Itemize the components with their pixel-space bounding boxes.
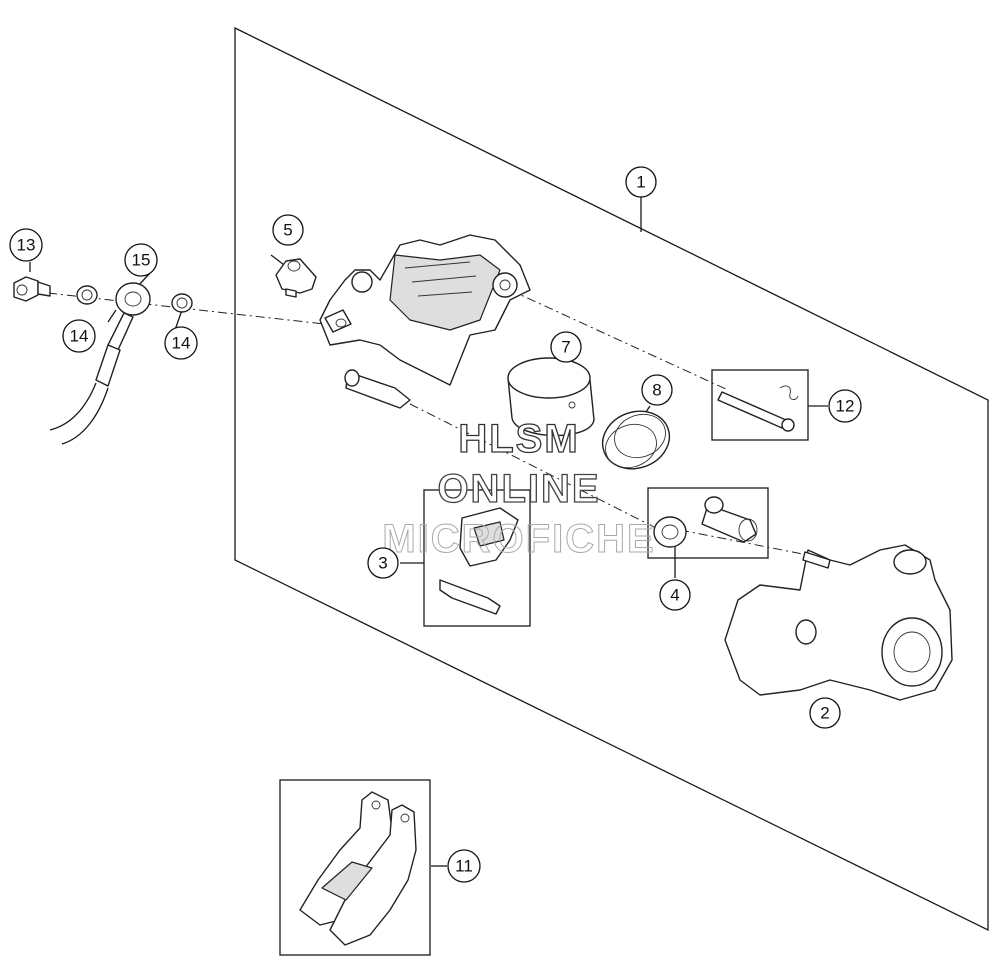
callout-14-right[interactable]: 14 — [164, 326, 198, 360]
pin-kit-box-12 — [711, 369, 809, 441]
callout-14-left[interactable]: 14 — [62, 319, 96, 353]
callout-label: 12 — [836, 397, 855, 416]
callout-label: 14 — [70, 327, 89, 346]
callout-label: 8 — [652, 381, 661, 400]
callout-2[interactable]: 2 — [809, 697, 841, 729]
callout-1[interactable]: 1 — [625, 166, 657, 198]
callout-label: 7 — [561, 338, 570, 357]
callout-12[interactable]: 12 — [828, 389, 862, 423]
callout-5[interactable]: 5 — [272, 214, 304, 246]
piston-seal — [601, 410, 671, 470]
caliper-body — [319, 234, 531, 409]
callout-13[interactable]: 13 — [9, 228, 43, 262]
callout-label: 3 — [378, 554, 387, 573]
guide-bushings — [653, 496, 758, 548]
assembly-frame — [234, 26, 989, 932]
callout-label: 5 — [283, 221, 292, 240]
watermark: HLSM ONLINE MICROFICHE — [382, 416, 655, 561]
piston — [507, 357, 595, 437]
brake-line — [49, 282, 151, 445]
banjo-bolt — [13, 276, 51, 302]
sealing-washer-left — [76, 285, 98, 305]
pad-spring — [439, 507, 519, 615]
pad-spring-box-3 — [423, 489, 531, 627]
bleeder-valve — [275, 258, 317, 298]
brake-pads — [299, 791, 417, 946]
callout-label: 1 — [636, 173, 645, 192]
watermark-line-3: MICROFICHE — [382, 517, 655, 561]
callout-label: 4 — [670, 586, 679, 605]
watermark-line-2: ONLINE — [437, 467, 600, 511]
watermark-line-1: HLSM — [458, 417, 579, 461]
callout-7[interactable]: 7 — [550, 331, 582, 363]
bushing-kit-box-4 — [647, 487, 769, 559]
leader-lines — [29, 196, 828, 867]
callout-4[interactable]: 4 — [659, 579, 691, 611]
callout-15[interactable]: 15 — [124, 243, 158, 277]
callout-11[interactable]: 11 — [447, 849, 481, 883]
caliper-bracket — [724, 544, 953, 701]
guide-pin — [717, 385, 799, 432]
callout-label: 15 — [132, 251, 151, 270]
callout-label: 14 — [172, 334, 191, 353]
callout-8[interactable]: 8 — [641, 374, 673, 406]
callout-label: 13 — [17, 236, 36, 255]
sealing-washer-right — [171, 293, 193, 313]
brake-pad-box-11 — [279, 779, 431, 956]
callout-label: 11 — [455, 857, 473, 876]
callout-3[interactable]: 3 — [367, 547, 399, 579]
callout-label: 2 — [820, 704, 829, 723]
